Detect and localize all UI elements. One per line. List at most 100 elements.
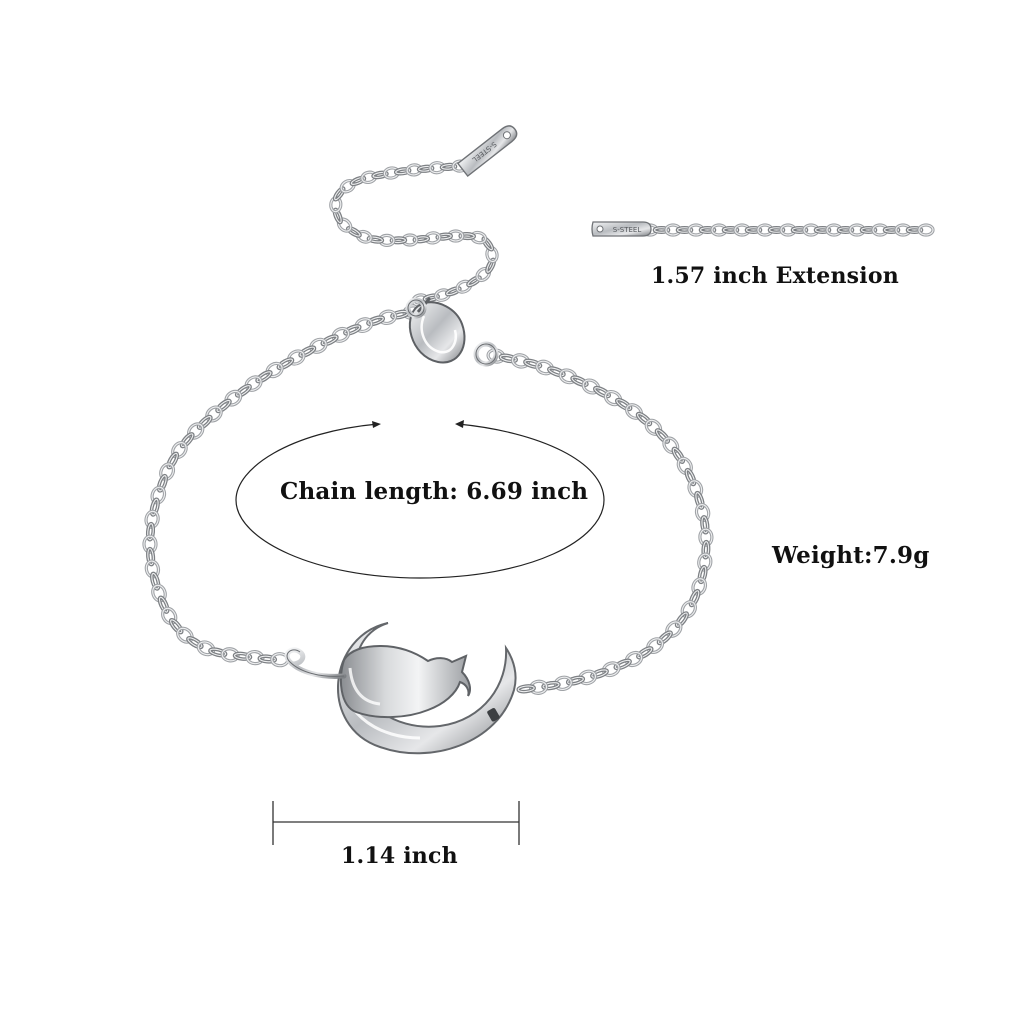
chain-link-highlight: [256, 371, 272, 383]
chain-link-highlight: [440, 164, 457, 170]
chain-link-highlight: [181, 433, 194, 448]
extender-chain: [329, 159, 499, 307]
chain-link-highlight: [698, 566, 707, 583]
chain-link-highlight: [310, 338, 327, 353]
pendant-width-label: 1.14 inch: [341, 843, 458, 869]
chain-link-highlight: [355, 318, 373, 332]
chain-link-highlight: [860, 227, 877, 233]
chain-link-highlight: [372, 171, 388, 178]
chain-link-highlight: [559, 369, 577, 384]
chain-link-highlight: [602, 662, 620, 677]
chain-link-highlight: [246, 651, 264, 665]
chain-link-highlight: [918, 224, 934, 236]
chain-link-highlight: [701, 516, 709, 534]
extender-tag: S-STEEL: [456, 125, 518, 177]
chain-link-highlight: [206, 406, 222, 422]
chain-link-highlight: [676, 612, 688, 627]
chain-link-highlight: [722, 227, 739, 233]
lobster-clasp: [405, 297, 499, 367]
chain-link-highlight: [245, 376, 262, 391]
chain-link-highlight: [436, 233, 452, 240]
chain-link-highlight: [350, 176, 365, 185]
chain-link-highlight: [367, 236, 383, 243]
chain-link-highlight: [681, 601, 696, 618]
chain-link-highlight: [616, 399, 632, 410]
chain-link-highlight: [145, 560, 160, 578]
chain-link-highlight: [698, 553, 712, 571]
chain-link-highlight: [145, 510, 159, 528]
chain-link-highlight: [637, 413, 651, 426]
chain-link-highlight: [647, 638, 663, 653]
weight-label: Weight:7.9g: [772, 542, 930, 569]
chain-link-highlight: [413, 236, 429, 243]
chain-link-highlight: [814, 227, 831, 233]
chain-link-highlight: [637, 647, 653, 659]
chain-link-highlight: [158, 475, 167, 492]
chain-link-highlight: [446, 287, 461, 296]
chain-link-highlight: [579, 670, 597, 685]
chain-link-highlight: [151, 572, 160, 590]
chain-link-highlight: [152, 584, 166, 602]
chain-length-label: Chain length: 6.69 inch: [280, 478, 589, 505]
chain-length-indicator: [235, 420, 605, 579]
chain-link-highlight: [482, 237, 493, 251]
chain-link-highlight: [883, 227, 900, 233]
chain-link-highlight: [395, 168, 411, 175]
chain-link-highlight: [695, 504, 710, 521]
chain-link-highlight: [467, 276, 481, 287]
chain-link-highlight: [653, 227, 670, 233]
chain-link-highlight: [604, 390, 622, 406]
chain-link-highlight: [266, 362, 283, 378]
chain-link-highlight: [542, 682, 560, 690]
extension-chain-sample: [641, 223, 935, 237]
chain-link-highlight: [614, 659, 631, 670]
chain-link-highlight: [536, 360, 553, 375]
chain-link-highlight: [626, 404, 642, 419]
chain-link-highlight: [594, 387, 610, 398]
chain-link-highlight: [334, 187, 345, 201]
chain-link-highlight: [663, 437, 679, 454]
chain-link-highlight: [554, 676, 572, 690]
chain-link-highlight: [367, 316, 384, 325]
chain-link-highlight: [418, 165, 434, 172]
chain-link-highlight: [685, 469, 696, 486]
chain-link-highlight: [347, 227, 361, 237]
chain-link-highlight: [530, 680, 548, 694]
extension-length-label: 1.57 inch Extension: [651, 263, 899, 289]
chain-link-highlight: [221, 648, 239, 662]
chain-link-highlight: [162, 607, 177, 624]
chain-link-highlight: [699, 227, 716, 233]
chain-link-highlight: [672, 447, 684, 463]
chain-link-highlight: [344, 325, 361, 335]
chain-link-highlight: [699, 528, 713, 546]
chain-link-highlight: [299, 346, 316, 357]
extension-tag-text: S-STEEL: [613, 226, 642, 234]
chain-link-highlight: [198, 416, 212, 429]
chain-link-highlight: [517, 685, 535, 693]
chain-link-highlight: [187, 637, 203, 648]
chain-link-highlight: [143, 535, 157, 553]
chain-link-highlight: [160, 463, 175, 480]
chain-link-highlight: [837, 227, 854, 233]
chain-link-highlight: [147, 548, 154, 566]
chain-link-highlight: [167, 452, 178, 469]
chain-link-highlight: [233, 652, 252, 660]
chain-link-highlight: [695, 492, 704, 509]
chain-link-highlight: [688, 480, 703, 497]
chain-link-highlight: [625, 651, 643, 667]
chain-link-highlight: [277, 358, 294, 369]
chain-link-highlight: [791, 227, 808, 233]
chain-link-highlight: [459, 233, 475, 239]
chain-link-highlight: [216, 399, 231, 412]
chain-link-highlight: [689, 590, 700, 606]
chain-link-highlight: [390, 237, 406, 244]
chain-link-highlight: [150, 498, 159, 516]
chain-link-highlight: [288, 350, 305, 365]
pendant-width-dimension: [272, 801, 520, 845]
chain-link-highlight: [332, 327, 350, 342]
chain-link-highlight: [645, 419, 662, 435]
chain-link-highlight: [177, 627, 193, 643]
chain-link-highlight: [524, 359, 541, 368]
chain-link-highlight: [499, 354, 517, 362]
